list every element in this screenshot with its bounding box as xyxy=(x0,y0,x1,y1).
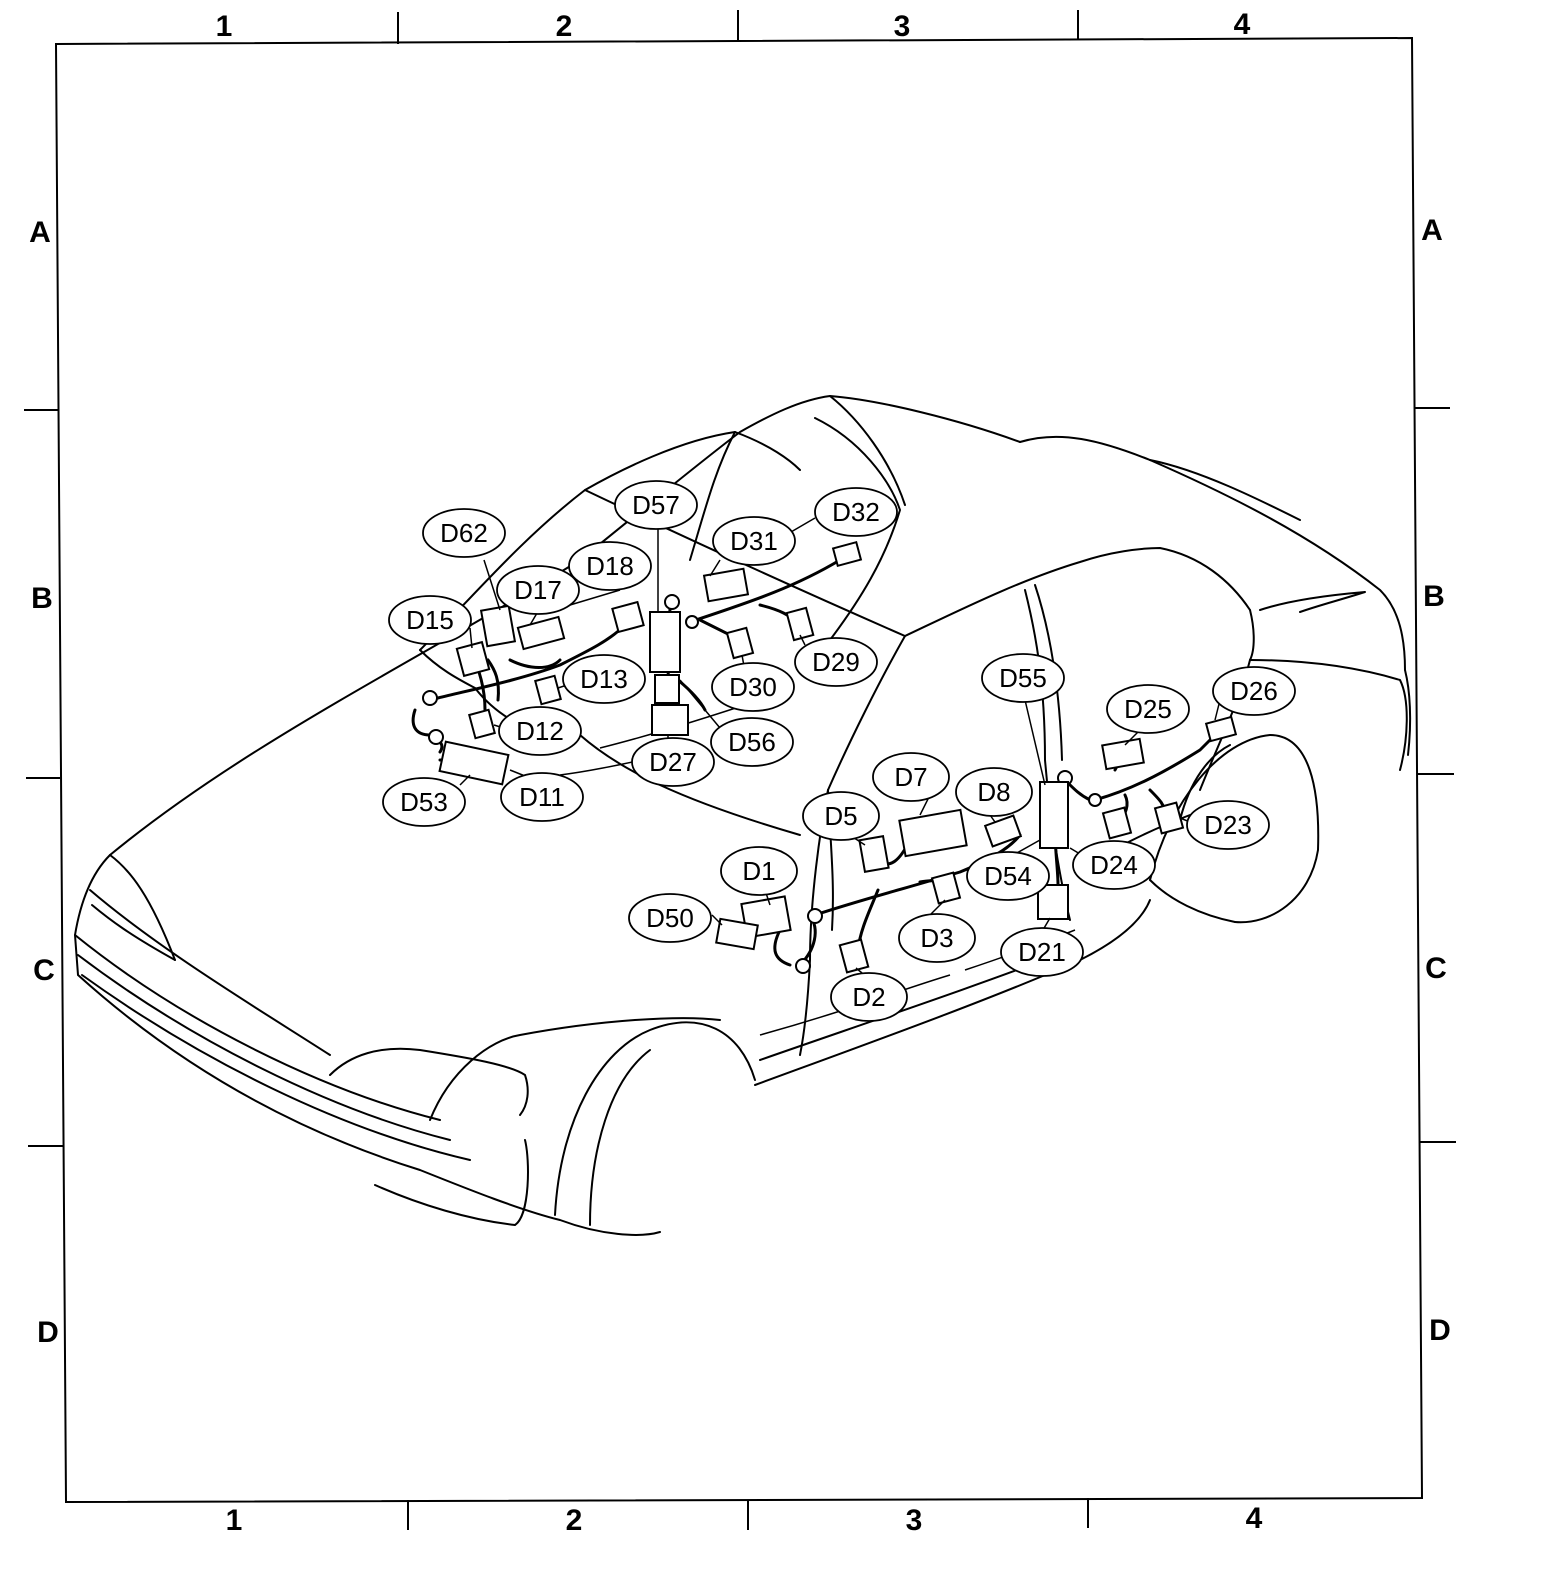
svg-text:D12: D12 xyxy=(516,716,564,746)
callouts: D62 D57 D32 D31 D18 D17 D15 D13 D29 D30 … xyxy=(382,480,1296,1022)
svg-text:D53: D53 xyxy=(400,787,448,817)
callout-d56: D56 xyxy=(710,717,794,767)
callout-d5: D5 xyxy=(802,791,880,841)
callout-d26: D26 xyxy=(1212,666,1296,716)
callout-d29: D29 xyxy=(794,637,878,687)
callout-d13: D13 xyxy=(562,654,646,704)
svg-text:D23: D23 xyxy=(1204,810,1252,840)
row-label-left: D xyxy=(37,1316,59,1349)
col-label-top: 2 xyxy=(556,10,573,43)
row-label-left: A xyxy=(29,216,51,249)
col-label-top: 1 xyxy=(216,10,233,43)
col-label-bottom: 2 xyxy=(566,1504,583,1537)
svg-text:D29: D29 xyxy=(812,647,860,677)
callout-d15: D15 xyxy=(388,595,472,645)
svg-text:D5: D5 xyxy=(824,801,857,831)
svg-text:D62: D62 xyxy=(440,518,488,548)
svg-text:D57: D57 xyxy=(632,490,680,520)
svg-text:D21: D21 xyxy=(1018,937,1066,967)
callout-d53: D53 xyxy=(382,777,466,827)
col-label-bottom: 4 xyxy=(1246,1502,1263,1535)
callout-d11: D11 xyxy=(500,772,584,822)
car-body-drawing xyxy=(74,395,1412,1236)
callout-d3: D3 xyxy=(898,913,976,963)
row-label-left: C xyxy=(33,954,55,987)
col-label-top: 4 xyxy=(1234,8,1251,41)
callout-d21: D21 xyxy=(1000,927,1084,977)
svg-text:D26: D26 xyxy=(1230,676,1278,706)
row-label-left: B xyxy=(31,582,53,615)
col-label-bottom: 3 xyxy=(906,1504,923,1537)
svg-text:D56: D56 xyxy=(728,727,776,757)
svg-text:D31: D31 xyxy=(730,526,778,556)
svg-text:D54: D54 xyxy=(984,861,1032,891)
callout-d2: D2 xyxy=(830,972,908,1022)
col-label-bottom: 1 xyxy=(226,1504,243,1537)
svg-text:D3: D3 xyxy=(920,923,953,953)
svg-text:D8: D8 xyxy=(977,777,1010,807)
svg-text:D17: D17 xyxy=(514,575,562,605)
callout-d18: D18 xyxy=(568,541,652,591)
svg-text:D2: D2 xyxy=(852,982,885,1012)
callout-d50: D50 xyxy=(628,893,712,943)
callout-d24: D24 xyxy=(1072,840,1156,890)
row-label-right: D xyxy=(1429,1314,1451,1347)
callout-d1: D1 xyxy=(720,846,798,896)
svg-text:D25: D25 xyxy=(1124,694,1172,724)
callout-d54: D54 xyxy=(966,851,1050,901)
callout-d7: D7 xyxy=(872,752,950,802)
connectors xyxy=(438,540,1238,974)
callout-d27: D27 xyxy=(631,737,715,787)
svg-text:D27: D27 xyxy=(649,747,697,777)
callout-d25: D25 xyxy=(1106,684,1190,734)
callout-d57: D57 xyxy=(614,480,698,530)
row-label-right: A xyxy=(1421,214,1443,247)
svg-text:D24: D24 xyxy=(1090,850,1138,880)
callout-d17: D17 xyxy=(496,565,580,615)
grid-frame xyxy=(24,10,1456,1530)
svg-text:D13: D13 xyxy=(580,664,628,694)
callout-d12: D12 xyxy=(498,706,582,756)
svg-text:D7: D7 xyxy=(894,762,927,792)
wiring-harness xyxy=(411,558,1222,974)
row-label-right: B xyxy=(1423,580,1445,613)
callout-d31: D31 xyxy=(712,516,796,566)
svg-text:D15: D15 xyxy=(406,605,454,635)
grid-labels: 1 2 3 4 1 2 3 4 A B C D A B C D xyxy=(29,8,1451,1537)
svg-text:D30: D30 xyxy=(729,672,777,702)
col-label-top: 3 xyxy=(894,10,911,43)
svg-text:D32: D32 xyxy=(832,497,880,527)
svg-text:D11: D11 xyxy=(519,782,565,812)
callout-d55: D55 xyxy=(981,653,1065,703)
svg-text:D1: D1 xyxy=(742,856,775,886)
callout-d8: D8 xyxy=(955,767,1033,817)
callout-d30: D30 xyxy=(711,662,795,712)
callout-d23: D23 xyxy=(1186,800,1270,850)
svg-text:D18: D18 xyxy=(586,551,634,581)
row-label-right: C xyxy=(1425,952,1447,985)
svg-text:D50: D50 xyxy=(646,903,694,933)
callout-d62: D62 xyxy=(422,508,506,558)
callout-d32: D32 xyxy=(814,487,898,537)
svg-text:D55: D55 xyxy=(999,663,1047,693)
